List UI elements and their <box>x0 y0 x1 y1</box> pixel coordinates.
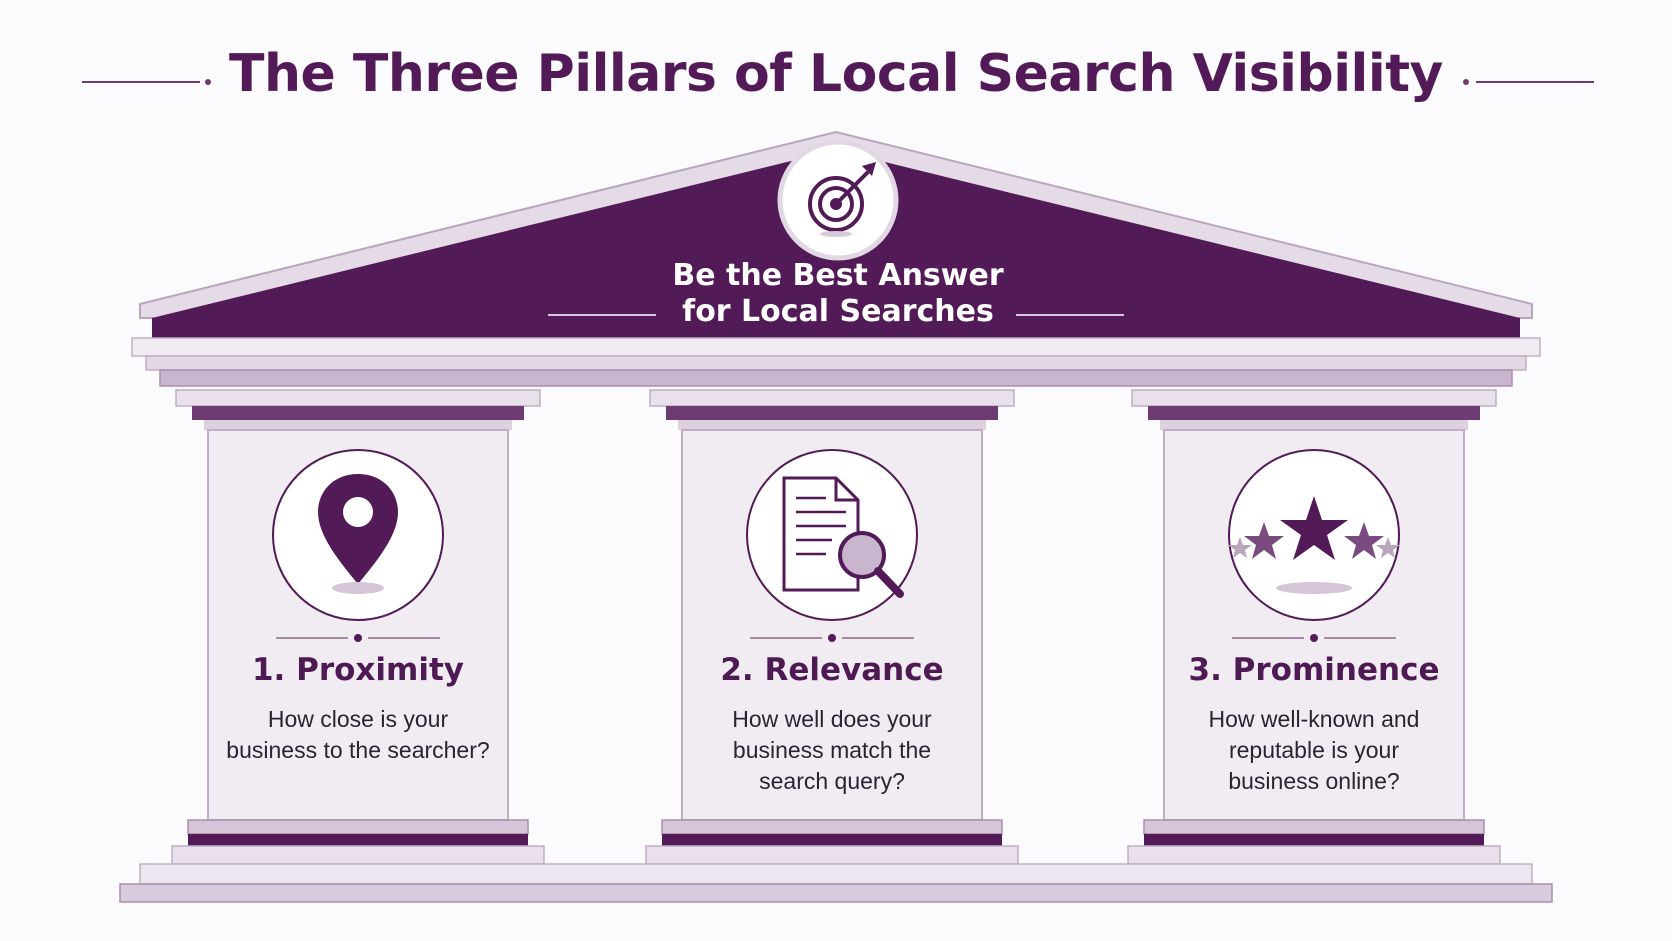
temple-base <box>119 863 1553 903</box>
pillar-1-title: 1. Proximity <box>251 652 465 688</box>
title-rule-right <box>1476 81 1594 83</box>
stars-rating-icon <box>1228 449 1400 621</box>
pillar-2-title: 2. Relevance <box>720 652 944 688</box>
title-rule-left <box>82 81 200 83</box>
document-search-icon <box>746 449 918 621</box>
page-title: The Three Pillars of Local Search Visibi… <box>229 44 1443 104</box>
roof-headline-line-2: for Local Searches <box>682 294 994 329</box>
roof-headline: Be the Best Answer for Local Searches <box>600 258 1076 330</box>
roof-headline-line-1: Be the Best Answer <box>672 258 1004 293</box>
temple-entablature <box>131 337 1541 387</box>
pillar-2-divider <box>750 634 914 642</box>
pillar-3-divider <box>1232 634 1396 642</box>
target-arrow-icon <box>777 139 899 261</box>
pillar-1-description: How close is your business to the search… <box>226 706 490 763</box>
title-dot-right <box>1463 79 1469 85</box>
pillar-3-title: 3. Prominence <box>1188 652 1440 688</box>
pillar-2-description: How well does your business match the se… <box>732 706 932 794</box>
title-dot-left <box>205 79 211 85</box>
map-pin-icon <box>272 449 444 621</box>
pillar-3-description: How well-known and reputable is your bus… <box>1208 706 1420 794</box>
pillar-1-divider <box>276 634 440 642</box>
